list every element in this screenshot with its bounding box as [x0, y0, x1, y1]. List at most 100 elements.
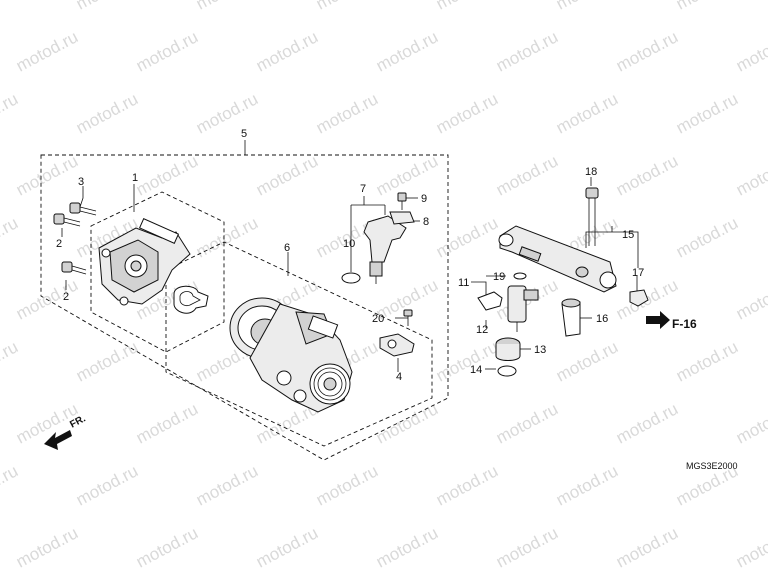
watermark-text: motod.ru [733, 151, 768, 199]
part-4-sensor [379, 333, 415, 357]
watermark-text: motod.ru [673, 337, 741, 385]
part-2-bolt-upper [53, 213, 81, 227]
callout-7: 7 [360, 183, 366, 195]
watermark-text: motod.ru [253, 151, 321, 199]
callout-9: 9 [421, 193, 427, 205]
watermark-text: motod.ru [553, 461, 621, 509]
callout-13: 13 [534, 344, 546, 356]
part-3-bolt [69, 202, 97, 216]
assembly-5-boundary [40, 154, 449, 461]
watermark-text: motod.ru [433, 461, 501, 509]
watermark-text: motod.ru [493, 523, 561, 571]
watermark-text: motod.ru [13, 27, 81, 75]
callout-14: 14 [470, 364, 482, 376]
part-14-o-ring [497, 365, 517, 377]
watermark-text: motod.ru [493, 399, 561, 447]
watermark-text: motod.ru [613, 399, 681, 447]
watermark-text: motod.ru [733, 523, 768, 571]
watermark-text: motod.ru [433, 337, 501, 385]
callout-5: 5 [241, 128, 247, 140]
part-6-boundary [165, 241, 433, 447]
part-19-seal [513, 272, 527, 280]
watermark-text: motod.ru [0, 213, 21, 261]
callout-20: 20 [372, 313, 384, 325]
reference-label: F-16 [672, 317, 697, 331]
watermark-text: motod.ru [253, 523, 321, 571]
part-1-housing [98, 218, 191, 306]
watermark-text: motod.ru [13, 151, 81, 199]
watermark-text: motod.ru [0, 461, 21, 509]
watermark-text: motod.ru [553, 89, 621, 137]
part-18-bolt [585, 187, 599, 246]
callout-17: 17 [632, 267, 644, 279]
watermark-text: motod.ru [13, 523, 81, 571]
watermark-text: motod.ru [673, 89, 741, 137]
watermark-text: motod.ru [553, 337, 621, 385]
part-17-connector [629, 289, 649, 307]
diagram-code: MGS3E2000 [686, 461, 738, 471]
watermark-text: motod.ru [433, 213, 501, 261]
part-13-cushion [495, 337, 521, 361]
part-11-injector [507, 285, 539, 332]
watermark-text: motod.ru [313, 89, 381, 137]
callout-3: 3 [78, 176, 84, 188]
gasket [173, 285, 209, 314]
watermark-text: motod.ru [733, 27, 768, 75]
watermark-text: motod.ru [493, 151, 561, 199]
watermark-text: motod.ru [193, 461, 261, 509]
part-6-throttle-body [229, 297, 353, 413]
watermark-text: motod.ru [0, 337, 21, 385]
watermark-text: motod.ru [193, 89, 261, 137]
watermark-text: motod.ru [73, 337, 141, 385]
watermark-text: motod.ru [0, 89, 21, 137]
part-9-bolt [397, 192, 407, 210]
watermark-text: motod.ru [613, 27, 681, 75]
callout-12: 12 [476, 324, 488, 336]
callout-15: 15 [622, 229, 634, 241]
watermark-text: motod.ru [373, 27, 441, 75]
watermark-text: motod.ru [733, 275, 768, 323]
part-16-hose [561, 298, 581, 337]
part-10-o-ring [341, 272, 361, 284]
callout-11: 11 [458, 277, 469, 289]
part-7-sensor [363, 215, 407, 284]
part-20-screw [403, 309, 413, 326]
watermark-text: motod.ru [313, 461, 381, 509]
watermark-text: motod.ru [373, 399, 441, 447]
watermark-text: motod.ru [673, 213, 741, 261]
watermark-text: motod.ru [253, 27, 321, 75]
watermark-text: motod.ru [433, 89, 501, 137]
watermark-text: motod.ru [133, 523, 201, 571]
callout-10: 10 [343, 238, 355, 250]
callout-2-upper: 2 [56, 238, 62, 250]
watermark-text: motod.ru [433, 0, 501, 14]
watermark-text: motod.ru [133, 27, 201, 75]
watermark-text: motod.ru [373, 523, 441, 571]
callout-16: 16 [596, 313, 608, 325]
watermark-text: motod.ru [0, 0, 21, 14]
watermark-text: motod.ru [673, 0, 741, 14]
watermark-text: motod.ru [133, 399, 201, 447]
callout-19: 19 [493, 271, 505, 283]
callout-18: 18 [585, 166, 597, 178]
callout-6: 6 [284, 242, 290, 254]
watermark-text: motod.ru [373, 151, 441, 199]
callout-labels: 1 2 2 3 4 5 6 7 8 9 10 11 12 13 14 15 16… [56, 128, 644, 383]
part-8-clip [389, 211, 415, 225]
part-1-boundary [90, 191, 225, 353]
callout-4: 4 [396, 371, 402, 383]
watermark-text: motod.ru [553, 0, 621, 14]
part-15-fuel-rail [498, 225, 617, 293]
watermark-text: motod.ru [73, 89, 141, 137]
watermark-text: motod.ru [733, 399, 768, 447]
part-2-bolt-lower [61, 261, 87, 275]
watermark-text: motod.ru [613, 151, 681, 199]
watermark-text: motod.ru [613, 523, 681, 571]
watermark-text: motod.ru [313, 0, 381, 14]
watermark-text: motod.ru [73, 461, 141, 509]
callout-2-lower: 2 [63, 291, 69, 303]
part-12-clip [477, 291, 503, 311]
callout-8: 8 [423, 216, 429, 228]
